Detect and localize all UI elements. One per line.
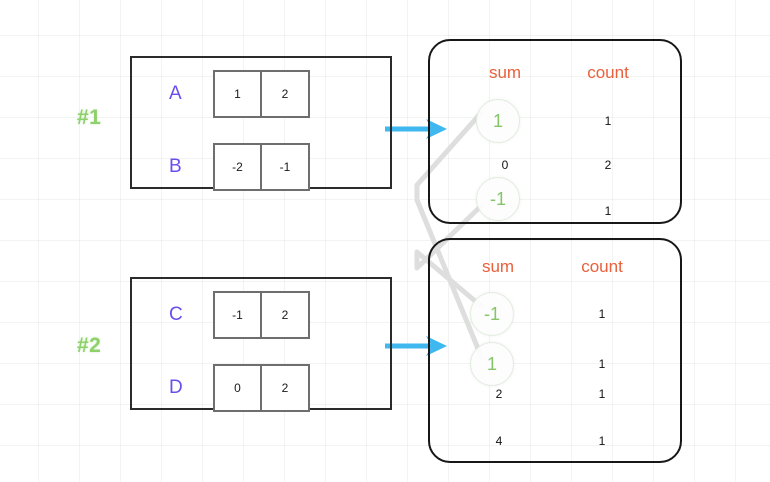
result-panel-2: sum count 1 1 2 1 4 1	[428, 238, 682, 463]
panel-2-sum-1-circle: 1	[470, 342, 514, 386]
panel-2-count-2: 1	[598, 387, 606, 401]
panel-1-count-0: 1	[604, 114, 612, 128]
row-label-c: C	[169, 304, 183, 325]
row-label-d: D	[169, 377, 183, 398]
row-label-b: B	[169, 156, 182, 177]
panel-2-count-3: 1	[598, 434, 606, 448]
panel-1-count-2: 1	[604, 204, 612, 218]
panel-2-sum-2: 2	[495, 387, 503, 401]
row-cells-d: 0 2	[213, 364, 310, 412]
row-cells-b: -2 -1	[213, 143, 310, 191]
panel-1-header-count: count	[587, 63, 629, 82]
panel-2-header-sum: sum	[481, 257, 515, 276]
cell-a-0: 1	[213, 70, 262, 118]
panel-1-count-1: 2	[604, 158, 612, 172]
cell-b-1: -1	[261, 143, 310, 191]
cell-d-1: 2	[261, 364, 310, 412]
panel-1-sum-2-circle: -1	[476, 177, 520, 221]
panel-1-sum-1: 0	[501, 158, 509, 172]
input-group-2: C -1 2 D 0 2	[130, 277, 392, 412]
row-cells-a: 1 2	[213, 70, 310, 118]
cell-b-0: -2	[213, 143, 262, 191]
row-cells-c: -1 2	[213, 291, 310, 339]
panel-2-header-count: count	[581, 257, 623, 276]
cell-c-0: -1	[213, 291, 262, 339]
step-tag-1: #1	[77, 106, 102, 129]
panel-1-sum-0-circle: 1	[476, 99, 520, 143]
input-group-1: A 1 2 B -2 -1	[130, 56, 392, 191]
panel-2-count-1: 1	[598, 357, 606, 371]
panel-2-sum-0-circle: -1	[470, 292, 514, 336]
cell-a-1: 2	[261, 70, 310, 118]
panel-2-count-0: 1	[598, 307, 606, 321]
step-tag-2: #2	[77, 334, 102, 357]
panel-2-sum-3: 4	[495, 434, 503, 448]
row-label-a: A	[169, 83, 182, 104]
cell-d-0: 0	[213, 364, 262, 412]
panel-1-header-sum: sum	[488, 63, 522, 82]
result-panel-1: sum count 1 0 2 1	[428, 39, 682, 224]
cell-c-1: 2	[261, 291, 310, 339]
